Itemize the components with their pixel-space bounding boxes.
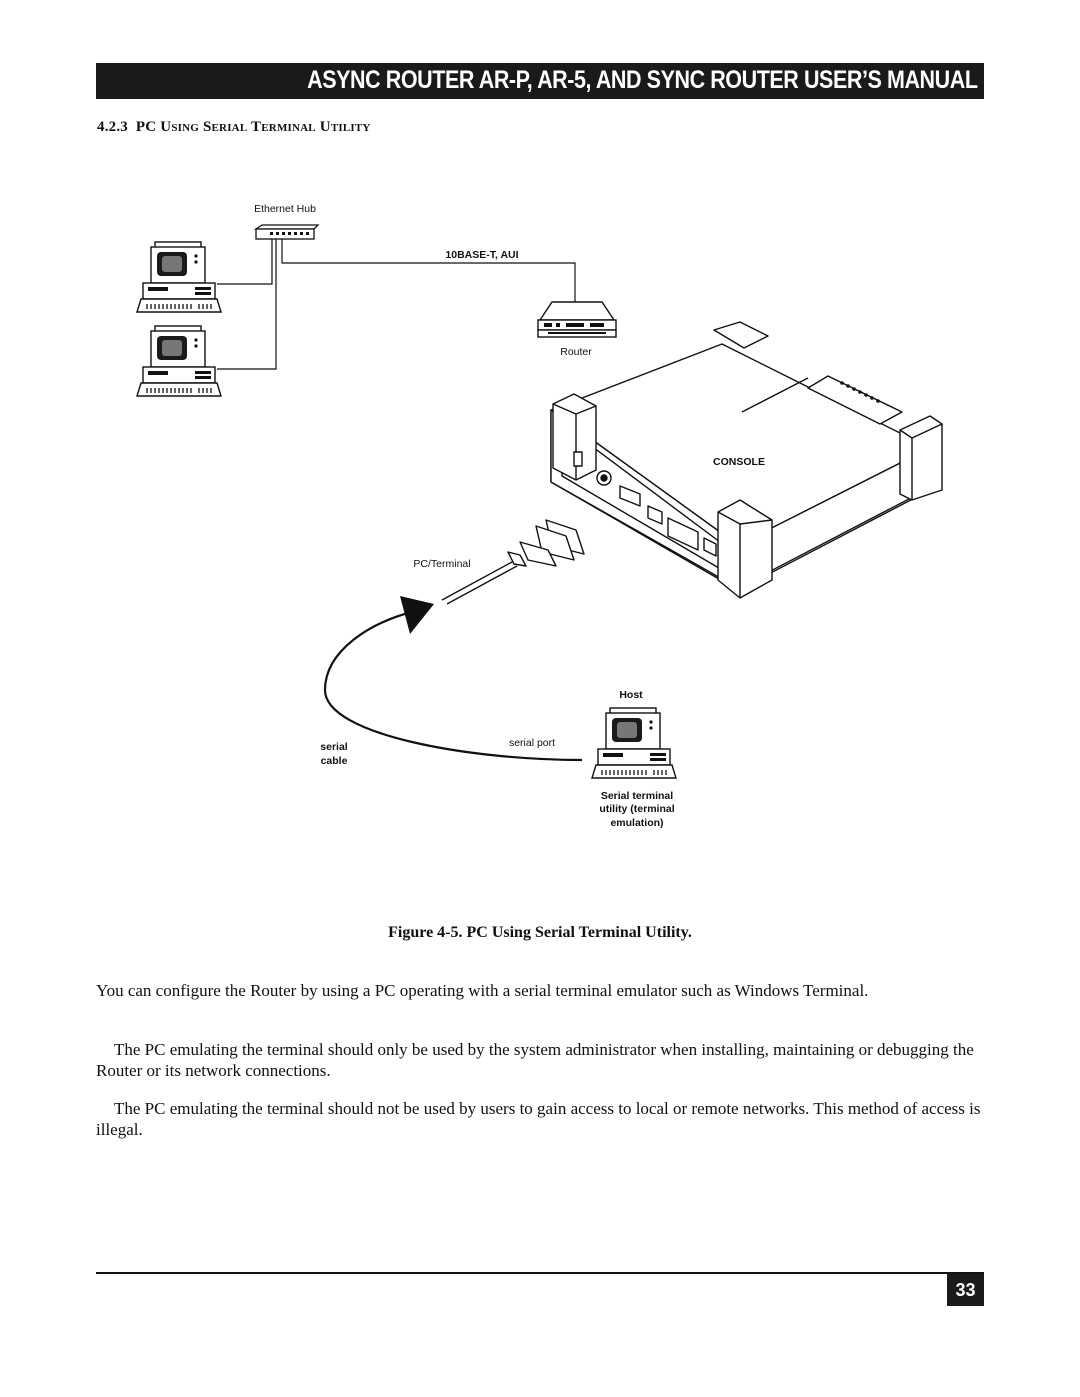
curved-arrow-icon <box>323 596 583 762</box>
emulator-label-1: Serial terminal <box>601 790 673 802</box>
paragraph-3: The PC emulating the terminal should not… <box>96 1099 981 1139</box>
console-label: CONSOLE <box>713 456 765 468</box>
router-icon <box>537 301 617 338</box>
serial-cable-label-1: serial <box>320 741 348 753</box>
host-label: Host <box>619 689 643 701</box>
network-cables <box>217 239 576 370</box>
page-number: 33 <box>947 1274 984 1306</box>
header-title: ASYNC ROUTER AR-P, AR-5, AND SYNC ROUTER… <box>307 66 979 94</box>
header-bar: ASYNC ROUTER AR-P, AR-5, AND SYNC ROUTER… <box>96 63 984 99</box>
paragraph-1: You can configure the Router by using a … <box>96 981 869 1000</box>
workstation-1-icon <box>136 241 222 313</box>
large-router-icon <box>550 321 943 599</box>
network-diagram: Ethernet Hub 10BASE-T, AUI Router <box>136 203 943 829</box>
pc-terminal-label: PC/Terminal <box>413 558 470 570</box>
serial-connector-icon <box>441 519 585 605</box>
serial-port-label: serial port <box>509 737 555 749</box>
emulator-label-3: emulation) <box>610 817 663 829</box>
section-heading: 4.2.3 PC USING SERIAL TERMINAL UTILITY <box>97 119 371 135</box>
paragraph-2: The PC emulating the terminal should onl… <box>96 1040 974 1080</box>
ethernet-hub-label: Ethernet Hub <box>254 203 316 215</box>
link-label: 10BASE-T, AUI <box>445 249 518 261</box>
emulator-label-2: utility (terminal <box>599 803 674 815</box>
figure-caption: Figure 4-5. PC Using Serial Terminal Uti… <box>388 924 692 941</box>
section-number: 4.2.3 <box>97 119 128 135</box>
host-computer-icon <box>591 707 677 779</box>
workstation-2-icon <box>136 325 222 397</box>
router-label: Router <box>560 346 592 358</box>
footer-rule <box>96 1272 984 1274</box>
serial-cable-label-2: cable <box>321 755 348 767</box>
ethernet-hub-icon <box>253 224 320 240</box>
